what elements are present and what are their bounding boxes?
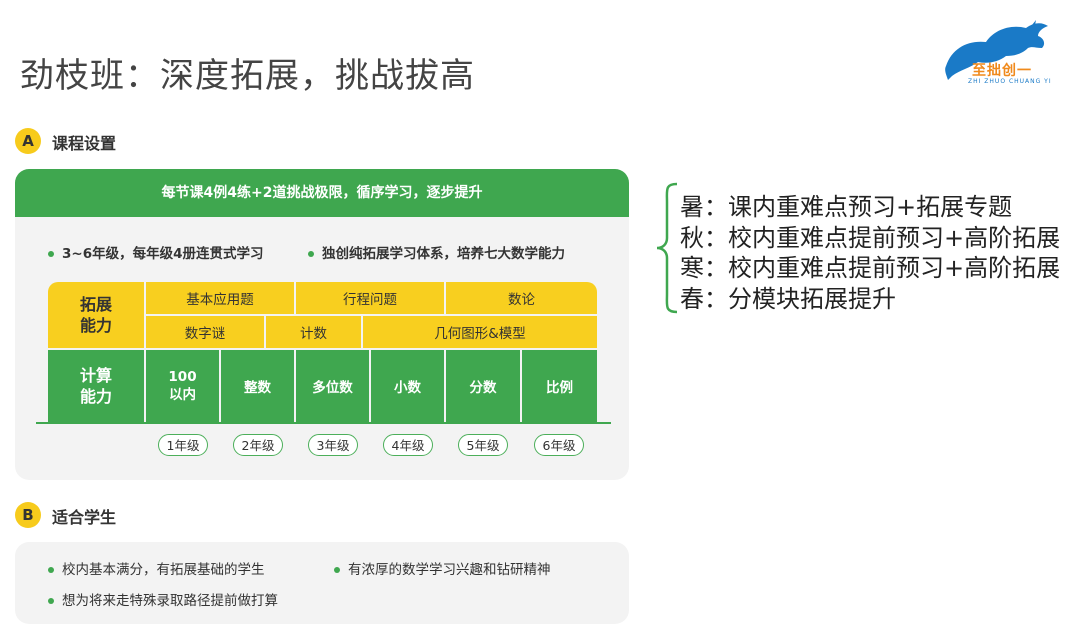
ext-cell-number-theory: 数论 [446, 282, 597, 314]
calc-cell-decimals: 小数 [371, 350, 444, 422]
calc-cell-multi-digit: 多位数 [296, 350, 369, 422]
grade-pill-6: 6年级 [534, 434, 584, 456]
grade-pill-1: 1年级 [158, 434, 208, 456]
course-bullet-2: 独创纯拓展学习体系，培养七大数学能力 [308, 242, 565, 262]
note-summer: 暑：课内重难点预习+拓展专题 [680, 193, 1013, 221]
section-b-label: 适合学生 [52, 508, 117, 527]
bull-logo-icon [945, 20, 1048, 80]
students-panel [15, 542, 629, 624]
logo-text: 至拙创一 [972, 63, 1032, 79]
section-a-label: 课程设置 [52, 134, 117, 153]
grade-pill-2: 2年级 [233, 434, 283, 456]
student-bullet-1: 校内基本满分，有拓展基础的学生 [48, 558, 265, 578]
page-title: 劲枝班：深度拓展，挑战拔高 [20, 56, 475, 96]
student-bullet-3: 想为将来走特殊录取路径提前做打算 [48, 589, 278, 609]
logo-subtext: ZHI ZHUO CHUANG YI [968, 78, 1052, 85]
ext-cell-counting: 计数 [266, 316, 361, 348]
calc-cell-integers: 整数 [221, 350, 294, 422]
grade-pill-5: 5年级 [458, 434, 508, 456]
calc-cell-ratios: 比例 [522, 350, 597, 422]
extension-header: 拓展能力 [48, 282, 144, 348]
course-banner: 每节课4例4练+2道挑战极限，循序学习，逐步提升 [15, 169, 629, 217]
note-winter: 寒：校内重难点提前预习+高阶拓展 [680, 254, 1061, 282]
section-b-badge: B [15, 502, 41, 528]
course-bullet-1: 3~6年级，每年级4册连贯式学习 [48, 242, 264, 262]
grade-pill-4: 4年级 [383, 434, 433, 456]
calc-cell-fractions: 分数 [446, 350, 520, 422]
ext-cell-basic-application: 基本应用题 [146, 282, 294, 314]
ext-cell-travel-problems: 行程问题 [296, 282, 444, 314]
grade-pill-3: 3年级 [308, 434, 358, 456]
section-a-badge: A [15, 128, 41, 154]
note-spring: 春：分模块拓展提升 [680, 285, 896, 313]
ext-cell-number-puzzle: 数字谜 [146, 316, 264, 348]
calculation-header: 计算能力 [48, 350, 144, 422]
ext-cell-geometry: 几何图形&模型 [363, 316, 597, 348]
table-baseline [36, 422, 611, 424]
note-autumn: 秋：校内重难点提前预习+高阶拓展 [680, 224, 1061, 252]
student-bullet-2: 有浓厚的数学学习兴趣和钻研精神 [334, 558, 551, 578]
curly-bracket-icon [656, 182, 678, 314]
